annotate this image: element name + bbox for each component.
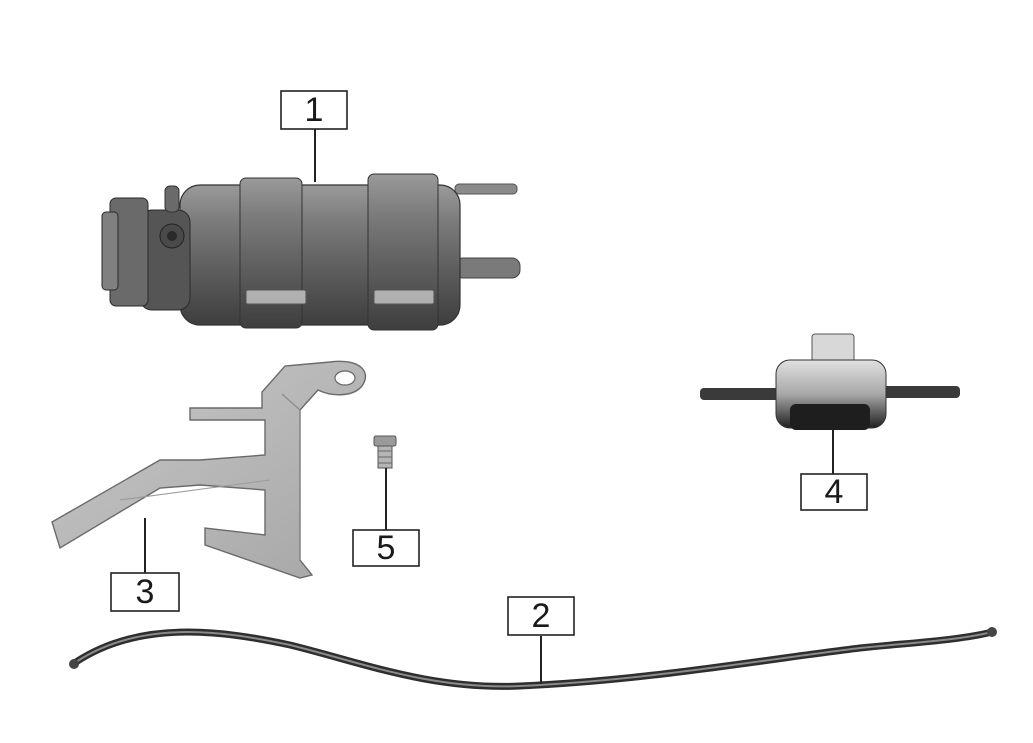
part-2-hose	[69, 627, 997, 690]
part-1-canister	[101, 173, 521, 331]
part-3-bracket	[51, 360, 367, 579]
callout-2-label: 2	[532, 597, 551, 635]
callout-3-label: 3	[136, 573, 155, 611]
part-5-bolt	[373, 435, 397, 469]
part-4-fuel-filter	[700, 333, 960, 430]
callout-5-label: 5	[377, 529, 396, 567]
callout-3: 3	[110, 572, 180, 612]
callout-1: 1	[280, 90, 348, 130]
callout-5: 5	[352, 529, 420, 567]
callout-2: 2	[507, 596, 575, 636]
callout-1-label: 1	[305, 91, 324, 129]
callout-4: 4	[800, 473, 868, 511]
callout-4-label: 4	[825, 473, 844, 511]
